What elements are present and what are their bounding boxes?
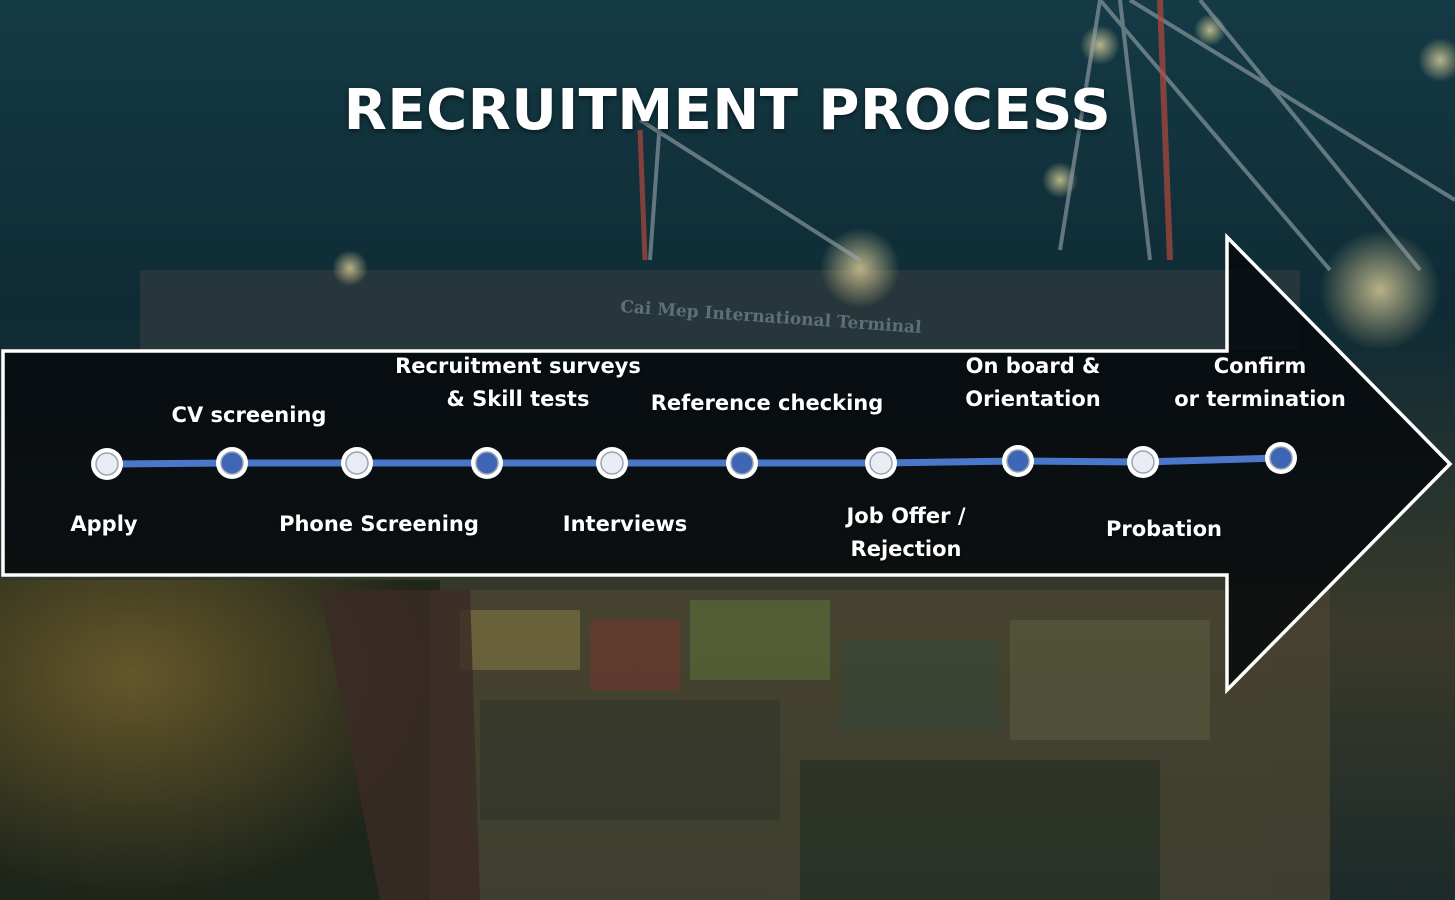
step-label-6: Reference checking xyxy=(650,391,884,415)
step-label-7: Job Offer / Rejection xyxy=(846,504,966,561)
step-marker-2 xyxy=(216,447,248,479)
step-label-5: Interviews xyxy=(562,512,688,536)
step-marker-8 xyxy=(1002,445,1034,477)
step-marker-1 xyxy=(91,448,123,480)
step-label-10: Confirm or termination xyxy=(1174,354,1346,411)
step-marker-5 xyxy=(596,447,628,479)
step-label-3: Phone Screening xyxy=(279,512,479,536)
page-title: RECRUITMENT PROCESS xyxy=(343,78,1112,143)
step-marker-7 xyxy=(865,447,897,479)
timeline-line xyxy=(103,454,1285,468)
step-markers xyxy=(91,442,1297,480)
step-label-4: Recruitment surveys & Skill tests xyxy=(395,354,641,411)
step-marker-10 xyxy=(1265,442,1297,474)
step-label-1: Apply xyxy=(70,512,138,536)
step-label-8: On board & Orientation xyxy=(965,354,1101,411)
step-marker-9 xyxy=(1127,446,1159,478)
crane-structure xyxy=(638,0,1455,272)
step-label-2: CV screening xyxy=(171,403,327,427)
step-marker-6 xyxy=(726,447,758,479)
step-label-9: Probation xyxy=(1106,517,1222,541)
step-marker-4 xyxy=(471,447,503,479)
step-marker-3 xyxy=(341,447,373,479)
